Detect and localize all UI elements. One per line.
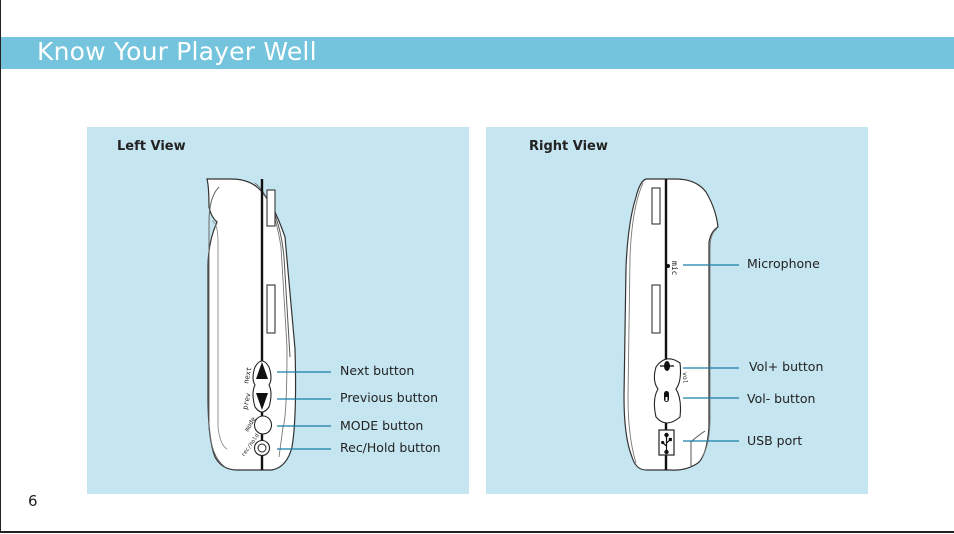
page-number: 6 (28, 492, 38, 510)
vol-minus-icon (664, 391, 669, 402)
page-title: Know Your Player Well (37, 37, 317, 66)
next-prev-rocker (252, 360, 272, 413)
right-view-title: Right View (529, 139, 608, 154)
device-left-edge (627, 182, 644, 464)
callout-label-mode: MODE button (340, 418, 424, 433)
mode-button-shape (253, 415, 273, 435)
side-slot-top (266, 189, 276, 227)
next-marking: next (242, 366, 253, 384)
rec-hold-button-shape (253, 439, 271, 457)
mic-hole-icon (666, 264, 670, 268)
prev-marking: prev (241, 392, 252, 410)
device-left-edge (208, 186, 226, 468)
device-notch (690, 430, 706, 467)
side-slot-top (651, 187, 661, 225)
callout-label-usb: USB port (747, 433, 803, 448)
title-bar: Know Your Player Well (1, 37, 954, 69)
page-border-left (0, 0, 1, 533)
right-view-device-illustration: mic vol (623, 178, 739, 471)
callout-label-next: Next button (340, 363, 415, 378)
device-right-edge (254, 182, 288, 458)
page-border-bottom (0, 531, 954, 533)
next-arrow-icon (256, 362, 268, 379)
callout-label-rec-hold: Rec/Hold button (340, 440, 441, 455)
callout-label-vol-minus: Vol- button (747, 391, 816, 406)
left-view-device-illustration: next prev mode rec/hold (206, 178, 331, 471)
volume-rocker (653, 358, 682, 424)
left-view-title: Left View (117, 139, 186, 154)
callout-label-vol-plus: Vol+ button (749, 359, 824, 374)
right-view-panel: Right View mic vol (486, 127, 868, 494)
vol-marking: vol (681, 372, 689, 384)
left-view-panel: Left View next prev mode rec/hold (87, 127, 469, 494)
usb-icon (661, 432, 672, 455)
prev-arrow-icon (256, 393, 268, 410)
side-slot-bottom (651, 284, 661, 334)
mic-marking: mic (670, 261, 679, 276)
side-slot-bottom (266, 284, 276, 334)
callout-label-previous: Previous button (340, 390, 439, 405)
device-body (623, 178, 719, 471)
device-inner-right-edge (701, 228, 718, 458)
device-inner-left-edge (211, 220, 228, 450)
callout-label-microphone: Microphone (747, 256, 820, 271)
